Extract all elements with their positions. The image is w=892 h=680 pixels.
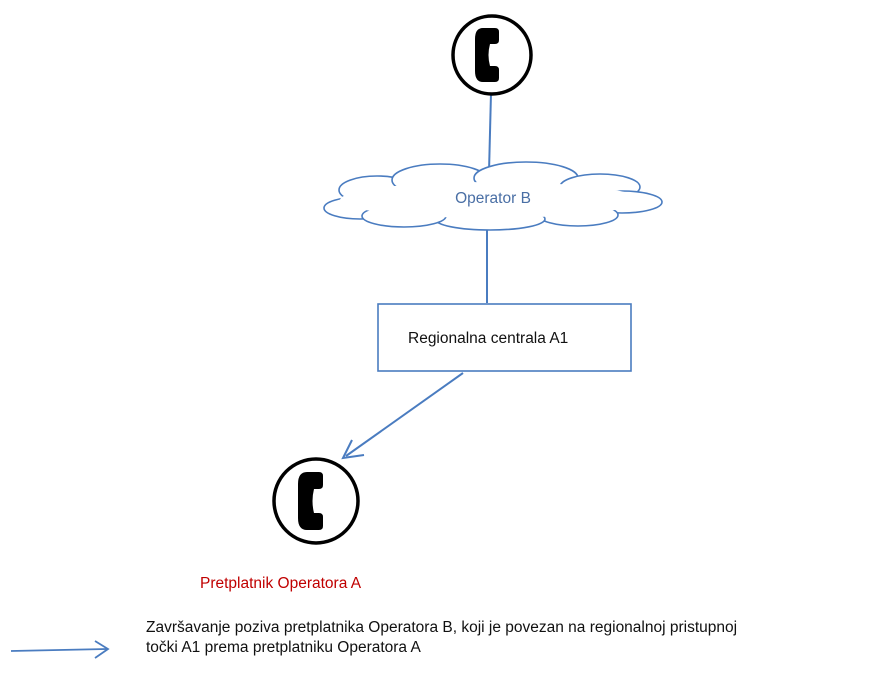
legend-line-2: točki A1 prema pretplatniku Operatora A: [146, 639, 421, 656]
connector-top: [488, 92, 492, 173]
telephone-icon: [451, 14, 533, 96]
exchange-box: [377, 303, 632, 372]
legend-line-1: Završavanje poziva pretplatnika Operator…: [146, 619, 738, 636]
cloud-icon: [323, 161, 663, 231]
subscriber-label: Pretplatnik Operatora A: [200, 575, 362, 592]
legend-arrow-icon: [10, 640, 110, 659]
legend-text: Završavanje poziva pretplatnika Operator…: [146, 618, 737, 658]
connector-arrow: [345, 372, 464, 457]
telephone-icon: [272, 457, 360, 545]
arrow-head-icon: [341, 439, 365, 460]
cloud-label: Operator B: [455, 190, 531, 207]
exchange-label: Regionalna centrala A1: [408, 330, 569, 347]
